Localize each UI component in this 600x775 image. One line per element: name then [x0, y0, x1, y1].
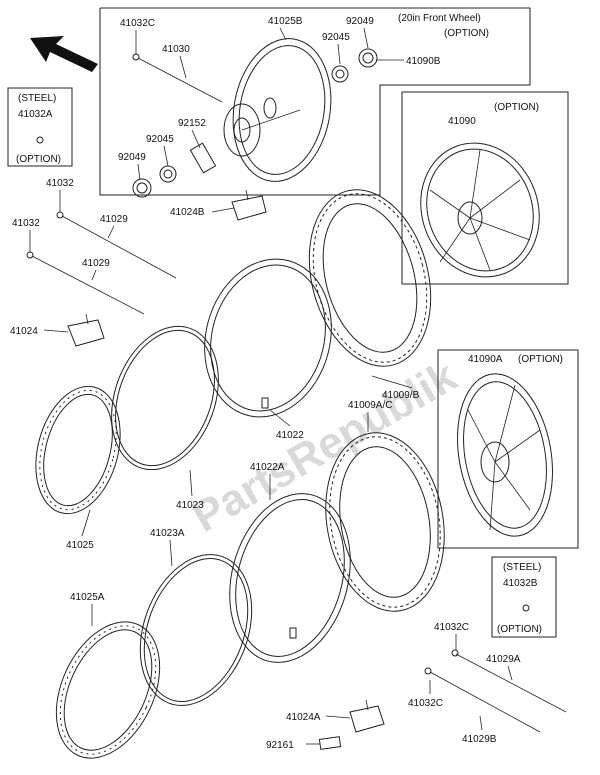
valve-nut-icon [36, 136, 44, 144]
label-41032c: 41032C [434, 622, 469, 633]
label-92045: 92045 [146, 134, 174, 145]
spoked-wheel-41090 [420, 142, 540, 278]
label-41032c: 41032C [408, 698, 443, 709]
spoke-41030 [132, 53, 223, 103]
front-wheel-box-title: (20in Front Wheel) [398, 13, 481, 24]
label-41090: 41090 [448, 116, 476, 127]
rim-41025a [55, 621, 161, 759]
steel-41032a-part: 41032A [18, 109, 53, 120]
label-41009ac: 41009A/C [348, 400, 392, 411]
label-92049: 92049 [346, 16, 374, 27]
rim-41025 [35, 385, 121, 515]
front-wheel-option-box: (20in Front Wheel) (OPTION) [99, 7, 531, 196]
label-41090a: 41090A [468, 354, 503, 365]
steel-41032b-subtitle: (OPTION) [497, 624, 542, 635]
label-92045: 92045 [322, 32, 350, 43]
label-92152: 92152 [178, 118, 206, 129]
tire-41009ac [325, 432, 445, 612]
bearing-92045-mid [159, 165, 177, 183]
rim-band-41023a [139, 554, 253, 706]
label-41024b: 41024B [170, 207, 205, 218]
collar-92152 [189, 142, 217, 174]
steel-41032a-title: (STEEL) [18, 93, 56, 104]
label-41030: 41030 [162, 44, 190, 55]
seal-92049-mid [132, 178, 152, 198]
label-41024: 41024 [10, 326, 38, 337]
option-41090-title: (OPTION) [494, 102, 539, 113]
steel-box-41032b: (STEEL) 41032B (OPTION) [491, 556, 557, 638]
tire-41009b [308, 189, 432, 367]
label-41022: 41022 [276, 430, 304, 441]
option-41090a-title: (OPTION) [518, 354, 563, 365]
rim-lock-41024 [67, 313, 105, 347]
option-box-41090: (OPTION) [401, 91, 569, 285]
rim-lock-41024b [231, 189, 267, 221]
front-direction-arrow [30, 36, 98, 72]
label-41024a: 41024A [286, 712, 321, 723]
seal-92049-top [358, 48, 378, 68]
label-41009b: 41009/B [382, 390, 420, 401]
label-41029a: 41029A [486, 654, 521, 665]
tube-41022 [204, 258, 332, 418]
spoke-41029b [424, 667, 541, 733]
label-92161: 92161 [266, 740, 294, 751]
watermark: PartsRepublik [184, 351, 465, 542]
spoke-41029a [451, 649, 567, 713]
label-41025b: 41025B [268, 16, 303, 27]
bearing-92045-top [331, 65, 349, 83]
steel-41032b-title: (STEEL) [503, 562, 541, 573]
option-box-41090a: (OPTION) [437, 349, 579, 549]
rim-41025b-drawing [223, 38, 332, 182]
steel-box-41032a: (STEEL) 41032A (OPTION) [7, 87, 73, 167]
label-41029: 41029 [82, 258, 110, 269]
patch-92161 [318, 736, 342, 750]
label-41022a: 41022A [250, 462, 285, 473]
steel-41032b-part: 41032B [503, 578, 538, 589]
steel-41032a-subtitle: (OPTION) [16, 154, 61, 165]
leader-lines [29, 27, 513, 745]
label-41029b: 41029B [462, 734, 497, 745]
spoked-wheel-41090a [457, 373, 553, 537]
label-41032: 41032 [46, 178, 74, 189]
rim-band-41023 [111, 325, 219, 471]
label-41029: 41029 [100, 214, 128, 225]
label-41025: 41025 [66, 540, 94, 551]
label-41032c: 41032C [120, 18, 155, 29]
label-41025a: 41025A [70, 592, 105, 603]
valve-nut-icon [522, 604, 530, 612]
rim-lock-41024a [349, 699, 385, 733]
label-41023: 41023 [176, 500, 204, 511]
front-wheel-box-subtitle: (OPTION) [444, 28, 489, 39]
label-41090b: 41090B [406, 56, 441, 67]
label-92049: 92049 [118, 152, 146, 163]
label-41023a: 41023A [150, 528, 185, 539]
label-41032: 41032 [12, 218, 40, 229]
